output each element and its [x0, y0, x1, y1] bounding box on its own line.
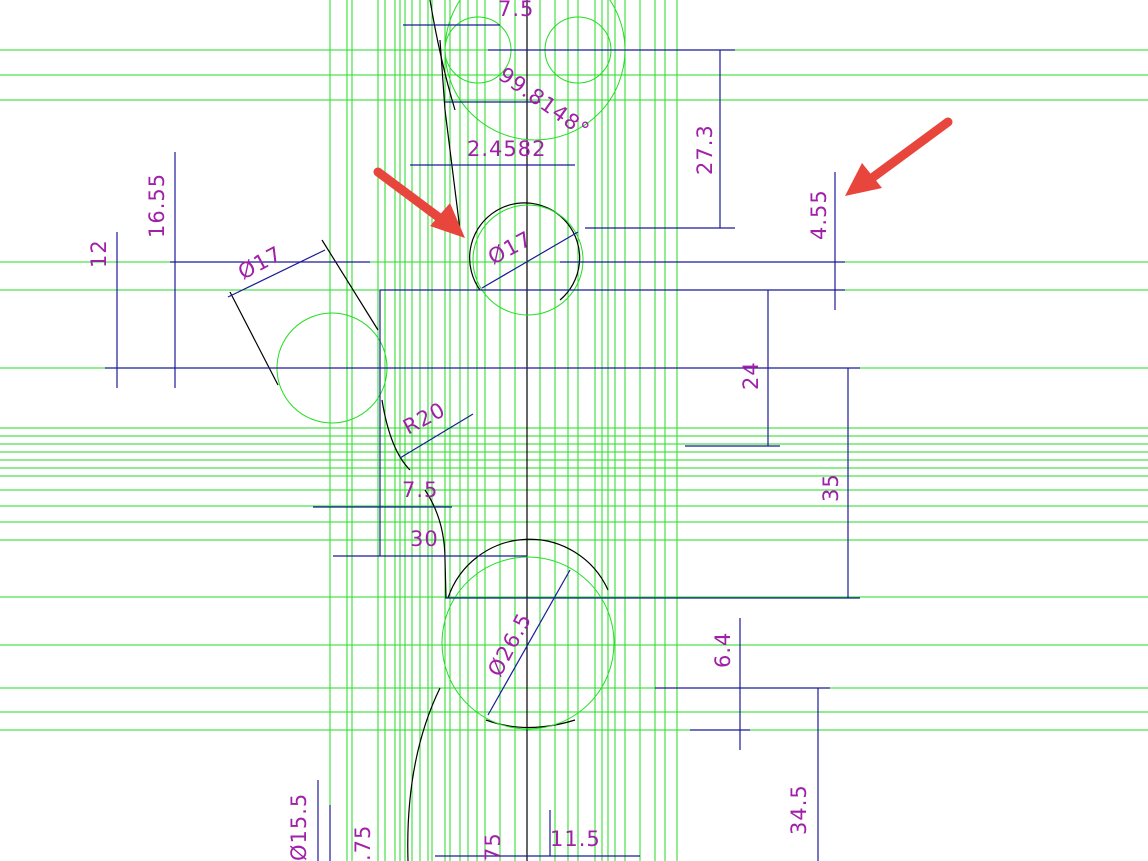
dimension-line	[481, 231, 579, 289]
dim-24: 24	[739, 361, 763, 390]
geometry	[229, 0, 609, 861]
dim-dia17-center: Ø17	[484, 227, 536, 270]
dim-27-3: 27.3	[693, 124, 717, 175]
dimension-lines	[105, 24, 860, 861]
circle-dia17	[472, 204, 584, 316]
red-arrow-right-icon	[845, 117, 953, 196]
dim-dia17-left: Ø17	[234, 242, 286, 285]
red-arrow-left-icon	[373, 167, 465, 238]
dim-75-left: .75	[351, 825, 375, 861]
slant-line	[229, 291, 279, 386]
dim-75-mid: 75	[481, 832, 505, 861]
dimension-line	[399, 413, 474, 459]
dimension-line	[227, 249, 326, 298]
circle-top-large	[444, 0, 626, 141]
circle-bottom-arc	[485, 719, 576, 729]
dim-4-55: 4.55	[807, 189, 831, 240]
dim-7-5-mid: 7.5	[402, 478, 438, 502]
dim-6-4: 6.4	[711, 632, 735, 668]
dim-11-5: 11.5	[550, 827, 601, 851]
dim-30: 30	[410, 527, 439, 551]
arc-top-center	[429, 0, 456, 111]
dimension-line	[487, 569, 571, 716]
circle-dia26-5	[441, 556, 615, 730]
slant-line-2	[321, 239, 379, 331]
dim-16-55: 16.55	[145, 173, 169, 238]
profile-curve-top	[439, 39, 461, 231]
profile-mid	[424, 489, 447, 599]
dim-7-5-top: 7.5	[498, 0, 534, 21]
dim-2-4582: 2.4582	[467, 137, 546, 161]
r20-arc	[381, 399, 411, 471]
annotation-arrows	[373, 117, 953, 238]
dimension-labels: 7.5 99.8148° 2.4582 27.3 4.55 16.55 12 Ø…	[87, 0, 843, 861]
dim-35: 35	[819, 473, 843, 502]
circle-dia26-arc	[447, 538, 609, 599]
profile-bottom-arc	[407, 687, 441, 861]
dim-12: 12	[87, 239, 111, 268]
circle-dia17-black	[469, 202, 581, 301]
dim-dia15-5: Ø15.5	[287, 793, 311, 861]
dim-34-5: 34.5	[787, 784, 811, 835]
